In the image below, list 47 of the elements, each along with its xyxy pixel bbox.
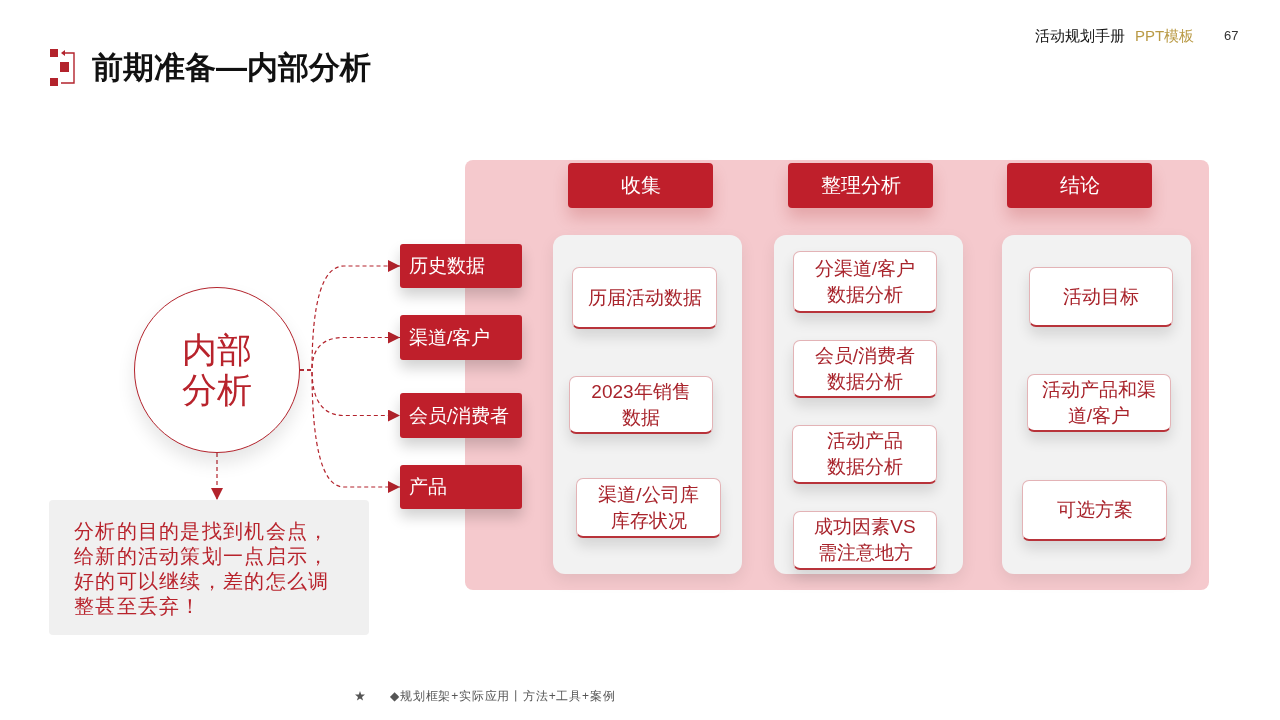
item-label: 可选方案 [1056, 498, 1133, 523]
page-number: 67 [1224, 27, 1239, 45]
category-label: 会员/消费者 [409, 403, 510, 428]
column-panel [553, 235, 742, 574]
template-tag: PPT模板 [1135, 26, 1195, 46]
note-panel [49, 500, 369, 635]
item-label: 活动产品和渠道/客户 [1041, 377, 1157, 428]
item-card [569, 376, 713, 434]
item-label: 会员/消费者数据分析 [813, 343, 917, 394]
item-label: 活动产品数据分析 [825, 429, 904, 479]
item-label: 成功因素VS需注意地方 [813, 515, 917, 565]
item-card [1029, 267, 1173, 327]
item-card [793, 340, 937, 398]
item-label: 活动目标 [1063, 284, 1139, 309]
item-label: 渠道/公司库库存状况 [597, 482, 700, 533]
item-card [793, 511, 937, 570]
header-label: 收集 [620, 173, 661, 198]
category-tag [400, 393, 522, 438]
column-panel [1002, 235, 1191, 574]
item-label: 分渠道/客户数据分析 [813, 256, 917, 307]
category-label: 产品 [409, 475, 447, 499]
category-tag [400, 315, 522, 360]
category-label: 渠道/客户 [409, 325, 491, 350]
item-card [1027, 374, 1171, 432]
item-card [1022, 480, 1167, 541]
column-header [1007, 163, 1152, 208]
header-label: 结论 [1059, 173, 1100, 198]
document-title: 活动规划手册 [1035, 26, 1125, 46]
item-card [793, 251, 937, 313]
footer-text: ◆规划框架+实际应用丨方法+工具+案例 [390, 688, 616, 704]
category-tag [400, 244, 522, 288]
category-tag [400, 465, 522, 509]
item-card [576, 478, 721, 538]
column-header [568, 163, 713, 208]
note-text: 分析的目的是找到机会点，给新的活动策划一点启示，好的可以继续，差的怎么调整甚至丢弃！ [74, 519, 331, 619]
item-label: 2023年销售数据 [590, 379, 692, 430]
header-label: 整理分析 [820, 173, 901, 198]
dashed-arrow [299, 369, 401, 493]
column-header [788, 163, 933, 208]
column-panel [774, 235, 963, 574]
category-label: 历史数据 [409, 254, 485, 278]
item-card [572, 267, 717, 329]
slide-title: 前期准备—内部分析 [92, 49, 371, 87]
item-card [792, 425, 937, 484]
dashed-arrow [211, 452, 223, 501]
topic-label: 内部分析 [181, 329, 253, 411]
item-label: 历届活动数据 [587, 285, 702, 310]
